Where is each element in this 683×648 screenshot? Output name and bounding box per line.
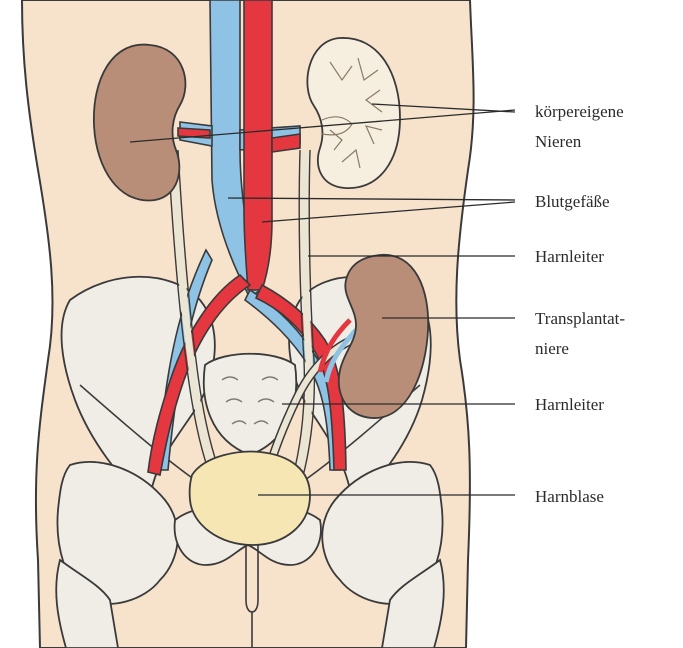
label-transplant-kidney-line2: niere xyxy=(535,339,569,358)
label-ureter-transplant: Harnleiter xyxy=(535,395,604,414)
label-ureter-native: Harnleiter xyxy=(535,247,604,266)
label-blood-vessels: Blutgefäße xyxy=(535,192,610,211)
aorta xyxy=(244,0,272,290)
label-native-kidneys-line1: körpereigene xyxy=(535,102,624,121)
label-transplant-kidney-line1: Transplantat- xyxy=(535,309,625,328)
label-native-kidneys-line2: Nieren xyxy=(535,132,582,151)
labels: körpereigene Nieren Blutgefäße Harnleite… xyxy=(535,102,625,506)
bladder xyxy=(190,452,310,545)
label-bladder: Harnblase xyxy=(535,487,604,506)
renal-artery-right xyxy=(272,134,300,152)
